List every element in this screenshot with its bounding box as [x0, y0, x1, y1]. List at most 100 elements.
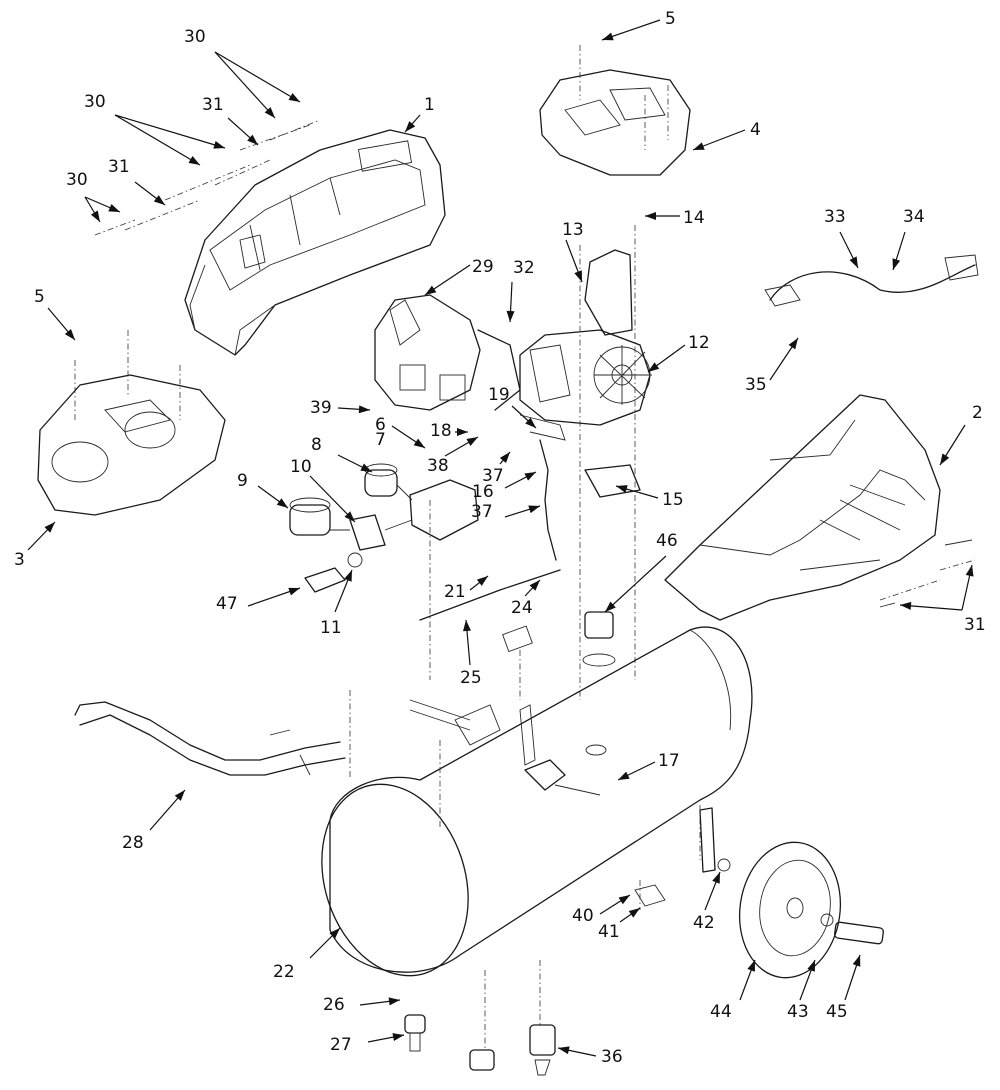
leader-30a2 — [214, 51, 301, 103]
callout-46: 46 — [656, 531, 678, 551]
callout-7: 7 — [375, 430, 386, 450]
callout-37a: 37 — [482, 466, 504, 486]
power-cord — [764, 254, 979, 307]
leader-11-arrowhead — [344, 570, 352, 582]
leader-30a1 — [214, 51, 276, 119]
callout-16: 16 — [472, 482, 494, 502]
callout-3: 3 — [14, 550, 25, 570]
leader-19-arrowhead — [525, 417, 536, 428]
callout-22: 22 — [273, 962, 295, 982]
leader-46-arrowhead — [605, 601, 616, 612]
leader-22-arrowhead — [329, 928, 340, 939]
callout-45: 45 — [826, 1002, 848, 1022]
callout-31a: 31 — [202, 95, 224, 115]
top-shroud — [184, 129, 446, 356]
leader-24-arrowhead — [529, 580, 540, 591]
callout-36: 36 — [601, 1047, 623, 1067]
leader-3-arrowhead — [44, 522, 55, 533]
callout-24: 24 — [511, 598, 533, 618]
leader-40-arrowhead — [618, 895, 630, 905]
leader-25-arrowhead — [462, 620, 471, 632]
leader-30a2-arrowhead — [288, 92, 300, 102]
callout-27: 27 — [330, 1035, 352, 1055]
air-tank — [321, 625, 753, 977]
callout-1: 1 — [424, 95, 435, 115]
callout-21: 21 — [444, 582, 466, 602]
leader-42-arrowhead — [712, 872, 720, 884]
leader-37b-arrowhead — [528, 505, 540, 514]
callout-13: 13 — [562, 220, 584, 240]
leader-36-arrowhead — [558, 1046, 570, 1055]
leader-27-arrowhead — [392, 1033, 404, 1042]
callout-19: 19 — [488, 385, 510, 405]
discharge-tube — [519, 414, 641, 561]
leader-9-arrowhead — [276, 498, 288, 508]
leader-30c1-arrowhead — [90, 210, 100, 222]
tank-fittings — [519, 611, 616, 766]
callout-34: 34 — [903, 207, 925, 227]
leader-30b1 — [114, 114, 201, 166]
leader-31b-arrowhead — [153, 195, 165, 205]
leader-14-arrowhead — [645, 212, 656, 220]
leader-30b2-arrowhead — [213, 141, 225, 149]
leader-21-arrowhead — [476, 576, 488, 586]
leader-5a-arrowhead — [602, 32, 614, 41]
leader-37a-arrowhead — [499, 452, 510, 464]
callout-35: 35 — [745, 375, 767, 395]
leader-18-arrowhead — [457, 428, 468, 436]
callout-28: 28 — [122, 833, 144, 853]
leader-35-arrowhead — [788, 338, 798, 350]
left-tray — [37, 330, 226, 516]
leader-15-arrowhead — [616, 485, 628, 493]
handle — [74, 690, 351, 780]
callout-47: 47 — [216, 594, 238, 614]
leader-45-arrowhead — [852, 955, 861, 967]
leader-2-arrowhead — [940, 453, 950, 465]
callout-15: 15 — [662, 490, 684, 510]
callout-30a: 30 — [184, 27, 206, 47]
leader-10-arrowhead — [344, 511, 355, 522]
leader-38-arrowhead — [466, 437, 478, 446]
callout-17: 17 — [658, 751, 680, 771]
leader-39-arrowhead — [358, 405, 370, 414]
regulator-assembly — [289, 463, 479, 680]
callout-43: 43 — [787, 1002, 809, 1022]
callout-25: 25 — [460, 668, 482, 688]
leader-30c2-arrowhead — [108, 203, 120, 212]
callout-30b: 30 — [84, 92, 106, 112]
callout-33: 33 — [824, 207, 846, 227]
leader-32-arrowhead — [506, 310, 515, 322]
leader-46 — [604, 555, 667, 613]
callout-18: 18 — [430, 421, 452, 441]
right-shroud — [664, 394, 941, 621]
leader-31c1-arrowhead — [965, 565, 974, 577]
callout-29: 29 — [472, 257, 494, 277]
callout-14: 14 — [683, 208, 705, 228]
callout-8: 8 — [311, 435, 322, 455]
callout-32: 32 — [513, 258, 535, 278]
callout-11: 11 — [320, 618, 342, 638]
leader-8-arrowhead — [360, 463, 372, 472]
fasteners — [94, 119, 976, 910]
callout-37b: 37 — [471, 502, 493, 522]
leader-41-arrowhead — [628, 908, 640, 918]
leader-44-arrowhead — [747, 960, 755, 972]
leader-26-arrowhead — [388, 997, 400, 1006]
leader-13-arrowhead — [574, 270, 582, 282]
leader-30a1-arrowhead — [264, 107, 275, 118]
callout-12: 12 — [688, 333, 710, 353]
callout-30c: 30 — [66, 170, 88, 190]
leader-5b-arrowhead — [64, 329, 75, 340]
callout-42: 42 — [693, 913, 715, 933]
callout-39: 39 — [310, 398, 332, 418]
callout-26: 26 — [323, 995, 345, 1015]
callout-31b: 31 — [108, 157, 130, 177]
callout-labels: 1 2 3 4 5 5 6 7 8 9 10 11 12 13 14 15 16… — [14, 9, 986, 1067]
callout-38: 38 — [427, 456, 449, 476]
leader-16-arrowhead — [524, 472, 536, 481]
leader-34-arrowhead — [892, 258, 901, 270]
callout-6: 6 — [375, 415, 386, 435]
leader-1-arrowhead — [405, 121, 416, 132]
callout-40: 40 — [572, 906, 594, 926]
